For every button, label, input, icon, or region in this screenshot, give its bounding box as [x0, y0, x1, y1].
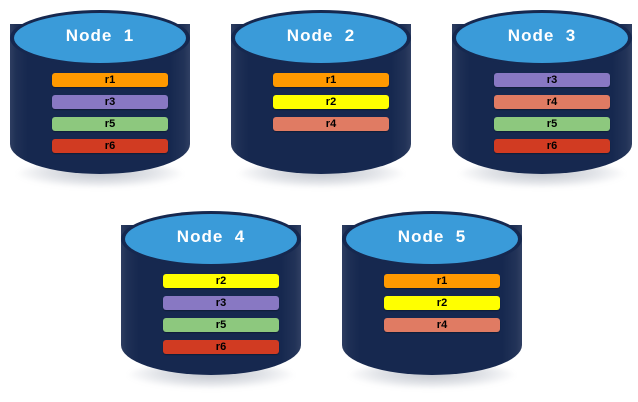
node-3[interactable]: Node 3 r3 r4 r5 r6: [452, 10, 632, 188]
cylinder-top-disc: [235, 13, 407, 63]
node-title: Node 4: [176, 227, 246, 246]
node-title: Node 1: [65, 26, 135, 45]
node-title: Node 5: [397, 227, 467, 246]
replica-bar[interactable]: r3: [494, 73, 610, 87]
replica-bar[interactable]: r5: [494, 117, 610, 131]
replica-list: r2 r3 r5 r6: [163, 274, 279, 354]
node-1[interactable]: Node 1 r1 r3 r5 r6: [10, 10, 190, 188]
cylinder-top-disc: [456, 13, 628, 63]
node-2[interactable]: Node 2 r1 r2 r4: [231, 10, 411, 188]
replica-bar[interactable]: r6: [52, 139, 168, 153]
replica-bar[interactable]: r4: [494, 95, 610, 109]
replica-bar[interactable]: r1: [273, 73, 389, 87]
cylinder-top-disc: [125, 214, 297, 264]
replica-bar[interactable]: r6: [494, 139, 610, 153]
replica-bar[interactable]: r1: [384, 274, 500, 288]
replica-bar[interactable]: r2: [384, 296, 500, 310]
replica-bar[interactable]: r1: [52, 73, 168, 87]
replica-list: r1 r2 r4: [273, 73, 389, 131]
cylinder-top-disc: [14, 13, 186, 63]
node-4[interactable]: Node 4 r2 r3 r5 r6: [121, 211, 301, 389]
replica-list: r1 r2 r4: [384, 274, 500, 332]
cylinder-top-disc: [346, 214, 518, 264]
replica-bar[interactable]: r5: [163, 318, 279, 332]
replica-bar[interactable]: r2: [273, 95, 389, 109]
replica-bar[interactable]: r6: [163, 340, 279, 354]
replica-list: r1 r3 r5 r6: [52, 73, 168, 153]
replica-list: r3 r4 r5 r6: [494, 73, 610, 153]
replica-bar[interactable]: r4: [384, 318, 500, 332]
replica-bar[interactable]: r5: [52, 117, 168, 131]
node-title: Node 3: [507, 26, 577, 45]
replica-bar[interactable]: r3: [52, 95, 168, 109]
replica-bar[interactable]: r3: [163, 296, 279, 310]
replica-bar[interactable]: r2: [163, 274, 279, 288]
node-5[interactable]: Node 5 r1 r2 r4: [342, 211, 522, 389]
node-title: Node 2: [286, 26, 356, 45]
replica-bar[interactable]: r4: [273, 117, 389, 131]
